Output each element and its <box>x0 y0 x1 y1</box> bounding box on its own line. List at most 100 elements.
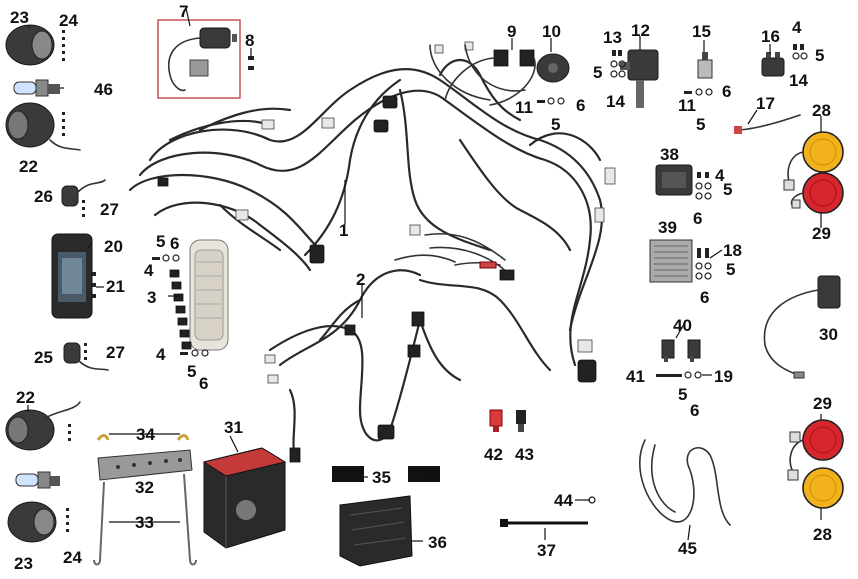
label-4-fuse-top: 4 <box>144 261 154 280</box>
switch-40 <box>661 339 701 362</box>
sub-wiring-harness <box>264 269 552 463</box>
battery-cover-36 <box>339 495 413 567</box>
label-14-starter: 14 <box>789 71 808 90</box>
hardware-4-5-14 <box>792 44 808 60</box>
label-11-left: 11 <box>515 98 533 117</box>
label-22-top: 22 <box>19 157 38 176</box>
label-7: 7 <box>179 2 188 21</box>
headlight-bottom-lower <box>7 501 69 543</box>
relay-15 <box>697 52 713 79</box>
label-5-starter: 5 <box>815 46 824 65</box>
label-5-fuse-bottom: 5 <box>187 362 196 381</box>
battery-31 <box>202 447 287 549</box>
label-39: 39 <box>658 218 677 237</box>
label-4-starter: 4 <box>792 18 802 37</box>
label-22-bottom: 22 <box>16 388 35 407</box>
hardware-11-6-right <box>684 88 713 96</box>
label-6-relay: 6 <box>722 82 731 101</box>
label-5-relay: 5 <box>696 115 705 134</box>
headlight-bulb-top <box>13 79 60 97</box>
label-5-mid: 5 <box>551 115 560 134</box>
fuse-43 <box>516 410 526 432</box>
label-4-cdi: 4 <box>715 166 725 185</box>
regulator-39 <box>649 239 693 283</box>
fuse-42 <box>489 409 503 432</box>
label-26: 26 <box>34 187 53 206</box>
label-6-mid: 6 <box>576 96 585 115</box>
label-5-reg: 5 <box>726 260 735 279</box>
label-5-sw: 5 <box>678 385 687 404</box>
label-8: 8 <box>245 31 254 50</box>
coil-12 <box>620 49 659 108</box>
label-37: 37 <box>537 541 556 560</box>
fuse-box <box>189 239 229 351</box>
label-27-top: 27 <box>100 200 119 219</box>
battery-bracket-32 <box>97 449 193 481</box>
label-42: 42 <box>484 445 503 464</box>
tail-lamp-top <box>783 131 844 214</box>
label-28-top: 28 <box>812 101 831 120</box>
label-18: 18 <box>723 241 742 260</box>
headlight-bottom-upper <box>5 401 81 451</box>
headlight-top <box>5 24 65 66</box>
label-12: 12 <box>631 21 650 40</box>
label-6-reg: 6 <box>700 288 709 307</box>
pad-35 <box>332 466 440 482</box>
label-24-top: 24 <box>59 11 78 30</box>
fuse-stack <box>169 269 192 350</box>
label-16: 16 <box>761 27 780 46</box>
cable-45 <box>639 439 731 526</box>
tail-lamp-bottom <box>787 419 844 509</box>
label-3: 3 <box>147 288 156 307</box>
label-36: 36 <box>428 533 447 552</box>
label-15: 15 <box>692 22 711 41</box>
label-29-bottom: 29 <box>813 394 832 413</box>
main-wiring-harness <box>128 41 616 383</box>
hardware-11-5-6-left <box>537 97 565 105</box>
headlight-lower-left <box>5 102 81 151</box>
hardware-4-5-6-cdi <box>695 172 712 200</box>
label-10: 10 <box>542 22 561 41</box>
label-6-fuse-bottom: 6 <box>199 374 208 393</box>
label-5-coil: 5 <box>593 63 602 82</box>
label-45: 45 <box>678 539 697 558</box>
label-46: 46 <box>94 80 113 99</box>
hardware-41-5-6-19 <box>656 371 702 379</box>
label-24-bottom: 24 <box>63 548 82 567</box>
label-6-fuse-top: 6 <box>170 234 179 253</box>
label-21: 21 <box>106 277 125 296</box>
horn-10 <box>536 53 570 83</box>
leader-lines <box>27 7 822 542</box>
label-23-bottom: 23 <box>14 554 33 573</box>
component-30 <box>763 275 841 379</box>
label-20: 20 <box>104 237 123 256</box>
battery-hook-34 <box>96 434 190 441</box>
hardware-18-5-6 <box>695 248 712 280</box>
label-43: 43 <box>515 445 534 464</box>
cable-17 <box>734 114 801 134</box>
fuse-box-screws-bottom <box>180 349 209 357</box>
label-34: 34 <box>136 425 155 444</box>
label-5-fuse-top: 5 <box>156 232 165 251</box>
center-wires <box>394 44 526 269</box>
label-29-top: 29 <box>812 224 831 243</box>
label-31: 31 <box>224 418 243 437</box>
label-9: 9 <box>507 22 516 41</box>
label-33: 33 <box>135 513 154 532</box>
relay-9 <box>444 49 536 106</box>
label-28-bottom: 28 <box>813 525 832 544</box>
label-6-cdi: 6 <box>693 209 702 228</box>
label-11-right: 11 <box>678 96 696 115</box>
hardware-13-5-14 <box>610 50 626 78</box>
battery-rods-33 <box>93 473 197 566</box>
left-switch-26 <box>61 179 106 217</box>
cable-tie-37 <box>500 519 588 527</box>
label-30: 30 <box>819 325 838 344</box>
cdi-38 <box>655 164 693 196</box>
label-13: 13 <box>603 28 622 47</box>
label-25: 25 <box>34 348 53 367</box>
starter-relay-16 <box>761 52 785 77</box>
label-2: 2 <box>356 270 365 289</box>
fuse-box-screws-top <box>152 254 180 262</box>
